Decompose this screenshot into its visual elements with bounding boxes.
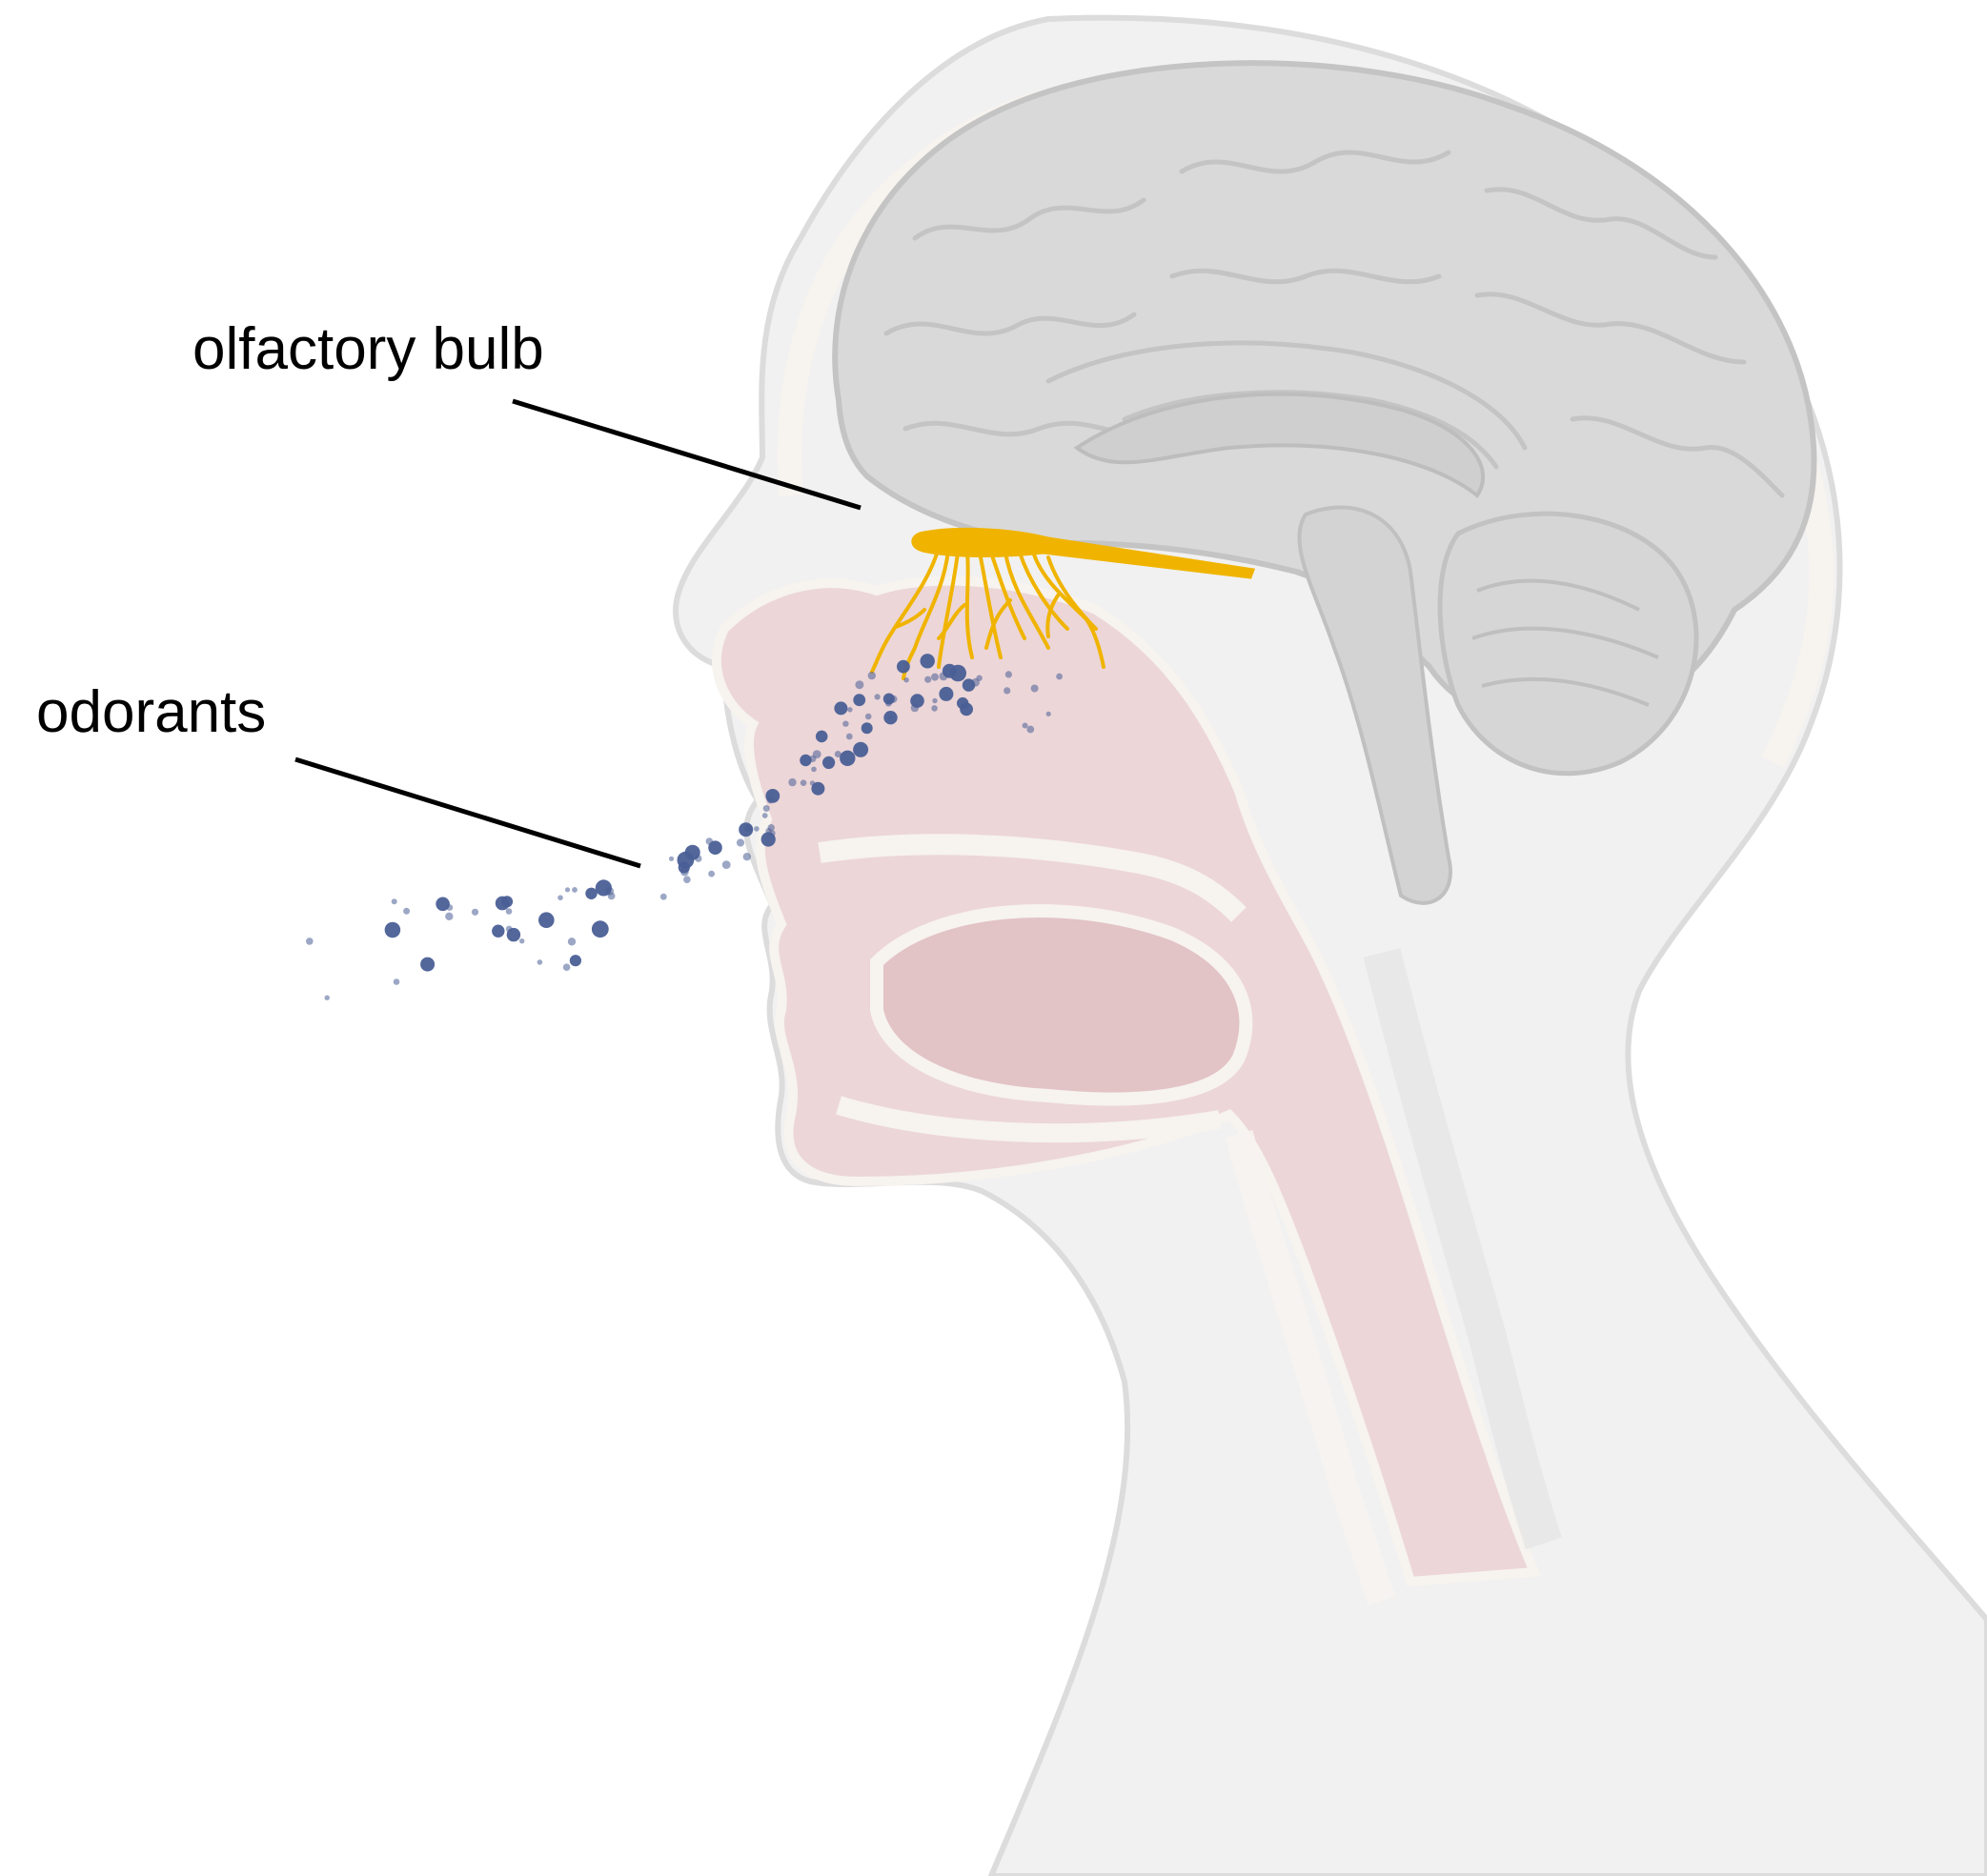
odorant-particle	[810, 780, 815, 785]
odorant-particle	[809, 756, 816, 762]
odorant-particle	[822, 756, 835, 769]
odorant-particle	[801, 779, 807, 786]
odorant-particle	[939, 687, 953, 701]
odorant-particle	[385, 922, 401, 938]
odorant-particle	[744, 824, 752, 832]
odorant-particle	[1056, 674, 1063, 680]
odorant-particle	[506, 908, 513, 915]
odorant-particle	[507, 928, 520, 941]
odorant-particle	[325, 996, 330, 1000]
odorant-particle	[853, 742, 868, 757]
odorant-particle	[568, 938, 576, 945]
cerebellum	[1440, 514, 1696, 774]
odorant-particle	[660, 894, 667, 900]
odorant-particle	[592, 920, 609, 938]
odorant-particle	[890, 696, 898, 703]
odorant-particle	[811, 767, 817, 773]
odorant-particle	[931, 705, 938, 712]
odorant-particle	[1046, 712, 1051, 716]
odorant-particle	[420, 958, 435, 972]
odorant-particle	[875, 694, 881, 699]
tongue	[877, 911, 1246, 1099]
odorant-particle	[840, 751, 855, 766]
odorant-particle	[306, 938, 314, 945]
odorant-particle	[762, 813, 768, 818]
odorant-particle	[834, 701, 847, 715]
odorant-particle	[883, 711, 897, 724]
odorant-particle	[1031, 685, 1039, 693]
odorant-particle	[558, 895, 563, 900]
odorant-particle	[472, 909, 478, 916]
olfactory-bulb-label: olfactory bulb	[193, 320, 544, 379]
odorant-particle	[931, 674, 939, 681]
odorant-particle	[565, 887, 570, 892]
odorant-particle	[897, 660, 910, 674]
odorant-particle	[765, 789, 780, 803]
odorant-particle	[1023, 723, 1028, 729]
odorant-particle	[1005, 671, 1012, 677]
odorant-particle	[963, 702, 969, 709]
odorant-particle	[768, 824, 775, 831]
odorants-label: odorants	[36, 683, 266, 742]
odorant-particle	[846, 734, 853, 740]
odorant-particle	[862, 722, 873, 734]
odorant-particle	[501, 896, 513, 907]
odorant-particle	[1004, 687, 1010, 694]
odorant-particle	[816, 731, 828, 743]
odorant-particle	[680, 868, 689, 877]
odorant-particle	[855, 680, 863, 689]
odorant-particle	[695, 855, 701, 861]
odorant-particle	[763, 805, 770, 812]
odorant-particle	[847, 707, 852, 712]
odorant-particle	[963, 678, 975, 691]
odorant-particle	[394, 978, 400, 985]
odorant-particle	[572, 887, 578, 893]
odorant-particle	[708, 871, 715, 877]
odorant-particle	[853, 694, 865, 706]
odorant-particle	[563, 963, 571, 971]
odorant-particle	[924, 676, 931, 683]
odorant-particle	[683, 876, 691, 883]
odorant-particle	[492, 925, 504, 938]
odorant-particle	[403, 908, 410, 915]
odorant-particle	[737, 838, 744, 846]
odorant-particle	[743, 853, 751, 860]
odorant-particle	[392, 898, 397, 904]
odorant-particle	[669, 857, 674, 861]
odorant-particle	[538, 912, 555, 928]
odorant-particle	[1026, 726, 1034, 734]
odorant-particle	[932, 698, 937, 703]
odorant-particle	[446, 904, 453, 911]
odorant-particle	[708, 840, 722, 855]
odorant-particle	[943, 664, 957, 678]
odorant-particle	[868, 672, 876, 679]
odorant-particle	[537, 959, 543, 965]
odorant-particle	[722, 860, 731, 869]
odorant-particle	[911, 704, 919, 712]
odorant-particle	[921, 654, 935, 668]
odorant-particle	[606, 887, 615, 896]
odorant-particle	[519, 938, 524, 943]
odorant-particle	[865, 714, 872, 720]
odorant-particle	[585, 888, 597, 899]
odorant-particle	[445, 913, 453, 920]
odorant-particle	[754, 826, 760, 832]
odorants-leader-line	[295, 759, 640, 866]
odorant-particle	[842, 721, 848, 727]
odorant-particle	[903, 677, 908, 682]
odorant-particle	[570, 955, 581, 966]
odorant-particle	[788, 778, 796, 786]
